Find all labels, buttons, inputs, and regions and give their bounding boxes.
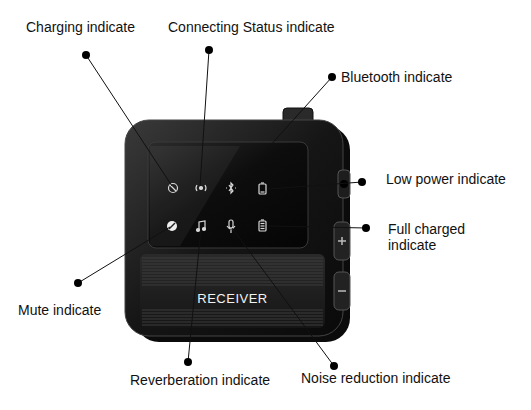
- leader-dots: [74, 46, 370, 370]
- device-label-area: RECEIVER: [140, 260, 325, 320]
- leader-lines: [78, 50, 366, 366]
- volume-down-button: [334, 272, 350, 310]
- callout-label: Mute indicate: [18, 302, 158, 318]
- device-body: [125, 120, 343, 336]
- callout-label: Bluetooth indicate: [341, 69, 491, 85]
- callout-label: Low power indicate: [386, 171, 531, 187]
- indicator-icons: [167, 220, 266, 233]
- plus-symbol: [338, 237, 346, 245]
- callout-label: Reverberation indicate: [130, 372, 310, 388]
- callout-label: Noise reduction indicate: [301, 370, 501, 386]
- callout-label: Charging indicate: [26, 19, 176, 35]
- callout-label: Connecting Status indicate: [168, 19, 368, 35]
- callout-label: Full charged indicate: [388, 221, 498, 253]
- indicator-screen: [148, 142, 308, 248]
- indicator-icons: [169, 183, 267, 194]
- device-name: RECEIVER: [197, 291, 267, 306]
- minus-symbol: [338, 290, 346, 292]
